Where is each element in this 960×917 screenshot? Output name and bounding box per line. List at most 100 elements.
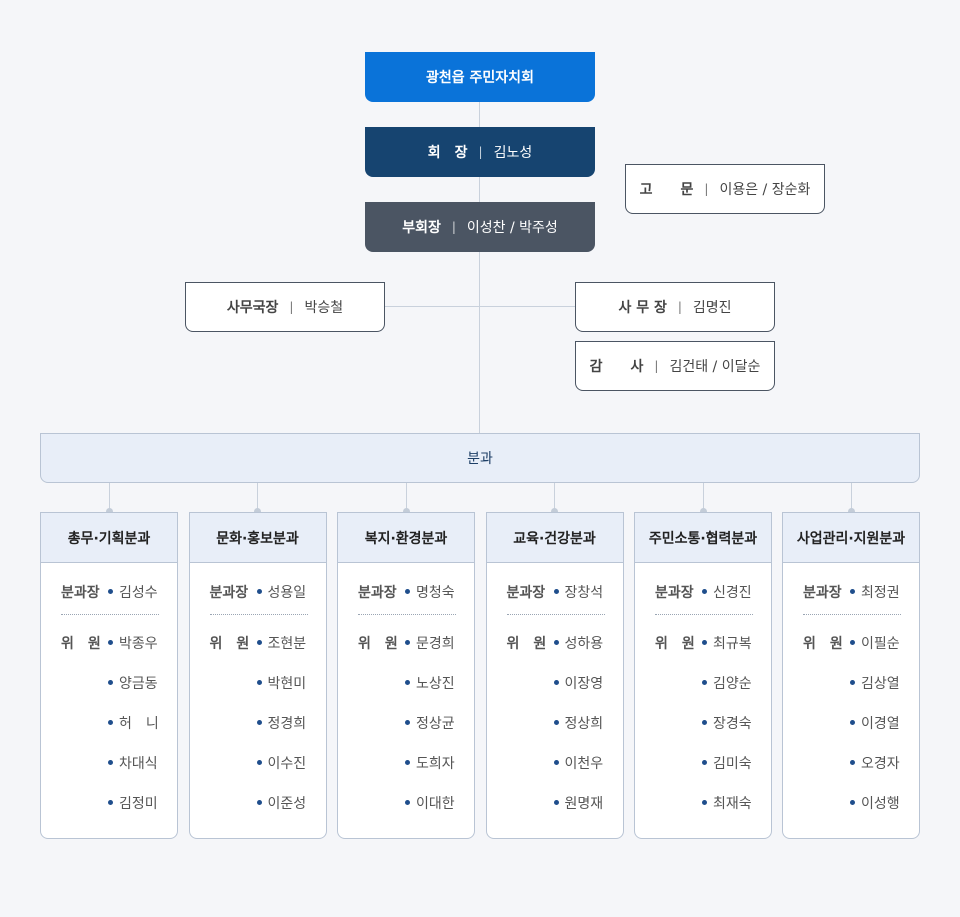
member-name: 이준성: [267, 796, 307, 812]
member-name: 원명재: [564, 796, 604, 812]
member-name: 김성수: [119, 585, 158, 601]
bullet-icon: [553, 640, 559, 645]
bullet-icon: [256, 720, 262, 725]
role-label: 위 원: [506, 636, 547, 652]
division-connector: [405, 483, 407, 512]
list-item: 이경열: [783, 713, 919, 733]
bullet-icon: [553, 720, 559, 725]
member-name: 조현분: [267, 636, 307, 652]
list-item: 이준성: [190, 793, 326, 813]
list-item: 원명재: [487, 793, 623, 813]
list-item: 김양순: [635, 673, 771, 693]
divisions-band: 분과: [40, 433, 920, 483]
list-item: 허 니: [41, 713, 177, 733]
bullet-icon: [553, 760, 559, 765]
division-title: 복지·환경분과: [338, 513, 474, 563]
bullet-icon: [702, 760, 707, 765]
advisor-box: 고 문 | 이용은 / 장순화: [625, 164, 825, 214]
bullet-icon: [702, 589, 707, 594]
role-label: 분과장: [209, 585, 249, 601]
division-connector: [850, 483, 852, 512]
chair-role: 회 장: [427, 145, 468, 161]
chair-box: 회 장 | 김노성: [365, 127, 595, 177]
list-item: 분과장 신경진: [635, 582, 771, 602]
secretary-general-separator: |: [289, 300, 294, 314]
bullet-icon: [850, 680, 855, 685]
auditor-role: 감 사: [589, 359, 644, 375]
list-item: 정경희: [190, 713, 326, 733]
list-item: 분과장 명청숙: [338, 582, 474, 602]
list-item: 분과장 장창석: [487, 582, 623, 602]
role-label: 위 원: [803, 636, 843, 652]
secretary-general-name: 박승철: [304, 300, 344, 316]
bullet-icon: [702, 800, 707, 805]
bullet-icon: [256, 760, 262, 765]
list-item: 이천우: [487, 753, 623, 773]
list-item: 이수진: [190, 753, 326, 773]
bullet-icon: [405, 760, 410, 765]
member-name: 김정미: [119, 796, 158, 812]
member-name: 장창석: [564, 585, 604, 601]
bullet-icon: [702, 640, 707, 645]
member-name: 명청숙: [416, 585, 455, 601]
role-label: 분과장: [506, 585, 546, 601]
bullet-icon: [405, 800, 410, 805]
member-name: 정상균: [416, 716, 455, 732]
bullet-icon: [108, 680, 113, 685]
vice-chair-role: 부회장: [402, 220, 441, 236]
bullet-icon: [850, 640, 855, 645]
list-item: 정상균: [338, 713, 474, 733]
list-item: 오경자: [783, 753, 919, 773]
bullet-icon: [108, 640, 113, 645]
auditor-name: 김건태 / 이달순: [669, 359, 761, 375]
bullet-icon: [256, 589, 262, 594]
member-name: 이천우: [564, 756, 604, 772]
bullet-icon: [850, 720, 855, 725]
bullet-icon: [850, 760, 855, 765]
bullet-icon: [553, 800, 559, 805]
division-connector-dot: [699, 508, 707, 515]
bullet-icon: [553, 589, 559, 594]
member-name: 이성행: [861, 796, 900, 812]
member-name: 차대식: [119, 756, 158, 772]
vice-chair-box: 부회장 | 이성찬 / 박주성: [365, 202, 595, 252]
vice-chair-separator: |: [451, 220, 456, 234]
member-name: 최규복: [713, 636, 752, 652]
division-connector-dot: [402, 508, 410, 515]
division-connector: [702, 483, 704, 512]
member-name: 이필순: [861, 636, 900, 652]
member-name: 최정권: [861, 585, 900, 601]
member-name: 정경희: [267, 716, 307, 732]
member-name: 장경숙: [713, 716, 752, 732]
list-item: 박현미: [190, 673, 326, 693]
division-connector-dot: [847, 508, 855, 515]
list-item: 장경숙: [635, 713, 771, 733]
role-label: 위 원: [358, 636, 398, 652]
bullet-icon: [553, 680, 559, 685]
member-name: 정상희: [564, 716, 604, 732]
bullet-icon: [405, 680, 410, 685]
list-item: 정상희: [487, 713, 623, 733]
member-name: 박종우: [119, 636, 158, 652]
role-label: 분과장: [358, 585, 397, 601]
role-label: 분과장: [655, 585, 694, 601]
member-name: 최재숙: [713, 796, 752, 812]
division-connector: [108, 483, 110, 512]
member-name: 성하용: [564, 636, 604, 652]
chair-separator: |: [478, 145, 483, 159]
list-item: 양금동: [41, 673, 177, 693]
dotted-divider: [209, 614, 308, 615]
dotted-divider: [358, 614, 456, 615]
member-name: 신경진: [713, 585, 752, 601]
